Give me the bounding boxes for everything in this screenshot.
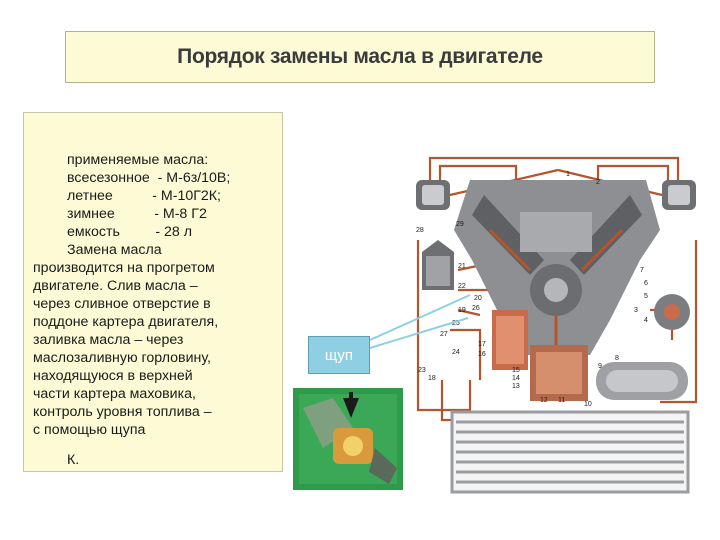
part-number-label: 23 — [418, 367, 426, 374]
fan-drive — [654, 294, 690, 330]
part-number-label: 10 — [584, 401, 592, 408]
text-line: контроль уровня топлива – — [33, 403, 212, 421]
slide-title: Порядок замены масла в двигателе — [177, 45, 543, 69]
part-number-label: 27 — [440, 331, 448, 338]
text-line: всесезонное - М-6з/10В; — [67, 169, 230, 187]
text-line: через сливное отверстие в — [33, 295, 211, 313]
part-number-label: 20 — [474, 295, 482, 302]
text-line: части картера маховика, — [33, 385, 196, 403]
part-number-label: 29 — [456, 221, 464, 228]
dipstick-callout: щуп — [308, 336, 370, 374]
oil-radiator — [452, 412, 688, 492]
oil-cooler-tank — [596, 362, 688, 400]
text-line: емкость - 28 л — [67, 223, 192, 241]
dipstick-photo — [293, 388, 403, 490]
part-number-label: 18 — [428, 375, 436, 382]
text-line: летнее - М-10Г2К; — [67, 187, 221, 205]
part-number-label: 9 — [598, 363, 602, 370]
part-number-label: 4 — [644, 317, 648, 324]
part-number-label: 13 — [512, 383, 520, 390]
callout-label: щуп — [325, 347, 353, 364]
part-number-label: 15 — [512, 367, 520, 374]
text-line: К. — [67, 451, 79, 469]
text-line: маслозаливную горловину, — [33, 349, 211, 367]
text-line: зимнее - М-8 Г2 — [67, 205, 207, 223]
part-number-label: 25 — [452, 320, 460, 327]
part-number-label: 6 — [644, 280, 648, 287]
part-number-label: 11 — [558, 397, 565, 404]
part-number-label: 12 — [540, 397, 548, 404]
text-line: Замена масла — [67, 241, 162, 259]
title-box: Порядок замены масла в двигателе — [65, 31, 655, 83]
part-number-label: 8 — [615, 355, 619, 362]
centrifugal-filter-right — [662, 180, 696, 210]
text-line: производится на прогретом — [33, 259, 215, 277]
text-line: с помощью щупа — [33, 421, 145, 439]
oil-pump — [492, 310, 528, 370]
part-number-label: 7 — [640, 267, 644, 274]
part-number-label: 17 — [478, 341, 486, 348]
part-number-label: 14 — [512, 375, 520, 382]
part-number-label: 24 — [452, 349, 460, 356]
part-number-label: 21 — [458, 263, 466, 270]
part-number-label: 28 — [416, 227, 424, 234]
text-line: заливка масла – через — [33, 331, 183, 349]
part-number-label: 5 — [644, 293, 648, 300]
text-line: поддоне картера двигателя, — [33, 313, 218, 331]
text-line: двигателе. Слив масла – — [33, 277, 198, 295]
text-line: применяемые масла: — [67, 151, 208, 169]
text-line: находящуюся в верхней — [33, 367, 193, 385]
oil-info-panel: применяемые масла: всесезонное - М-6з/10… — [23, 112, 283, 472]
centrifugal-filter-left — [416, 180, 450, 210]
part-number-label: 3 — [634, 307, 638, 314]
part-number-label: 19 — [458, 307, 466, 314]
part-number-label: 22 — [458, 283, 466, 290]
engine-lubrication-diagram: 1 2 3 4 5 6 7 8 9 10 11 12 13 14 15 16 1… — [410, 140, 702, 500]
oil-sump — [530, 345, 588, 401]
part-number-label: 2 — [596, 179, 600, 186]
part-number-label: 26 — [472, 305, 480, 312]
part-number-label: 1 — [566, 171, 570, 178]
part-number-label: 16 — [478, 351, 486, 358]
